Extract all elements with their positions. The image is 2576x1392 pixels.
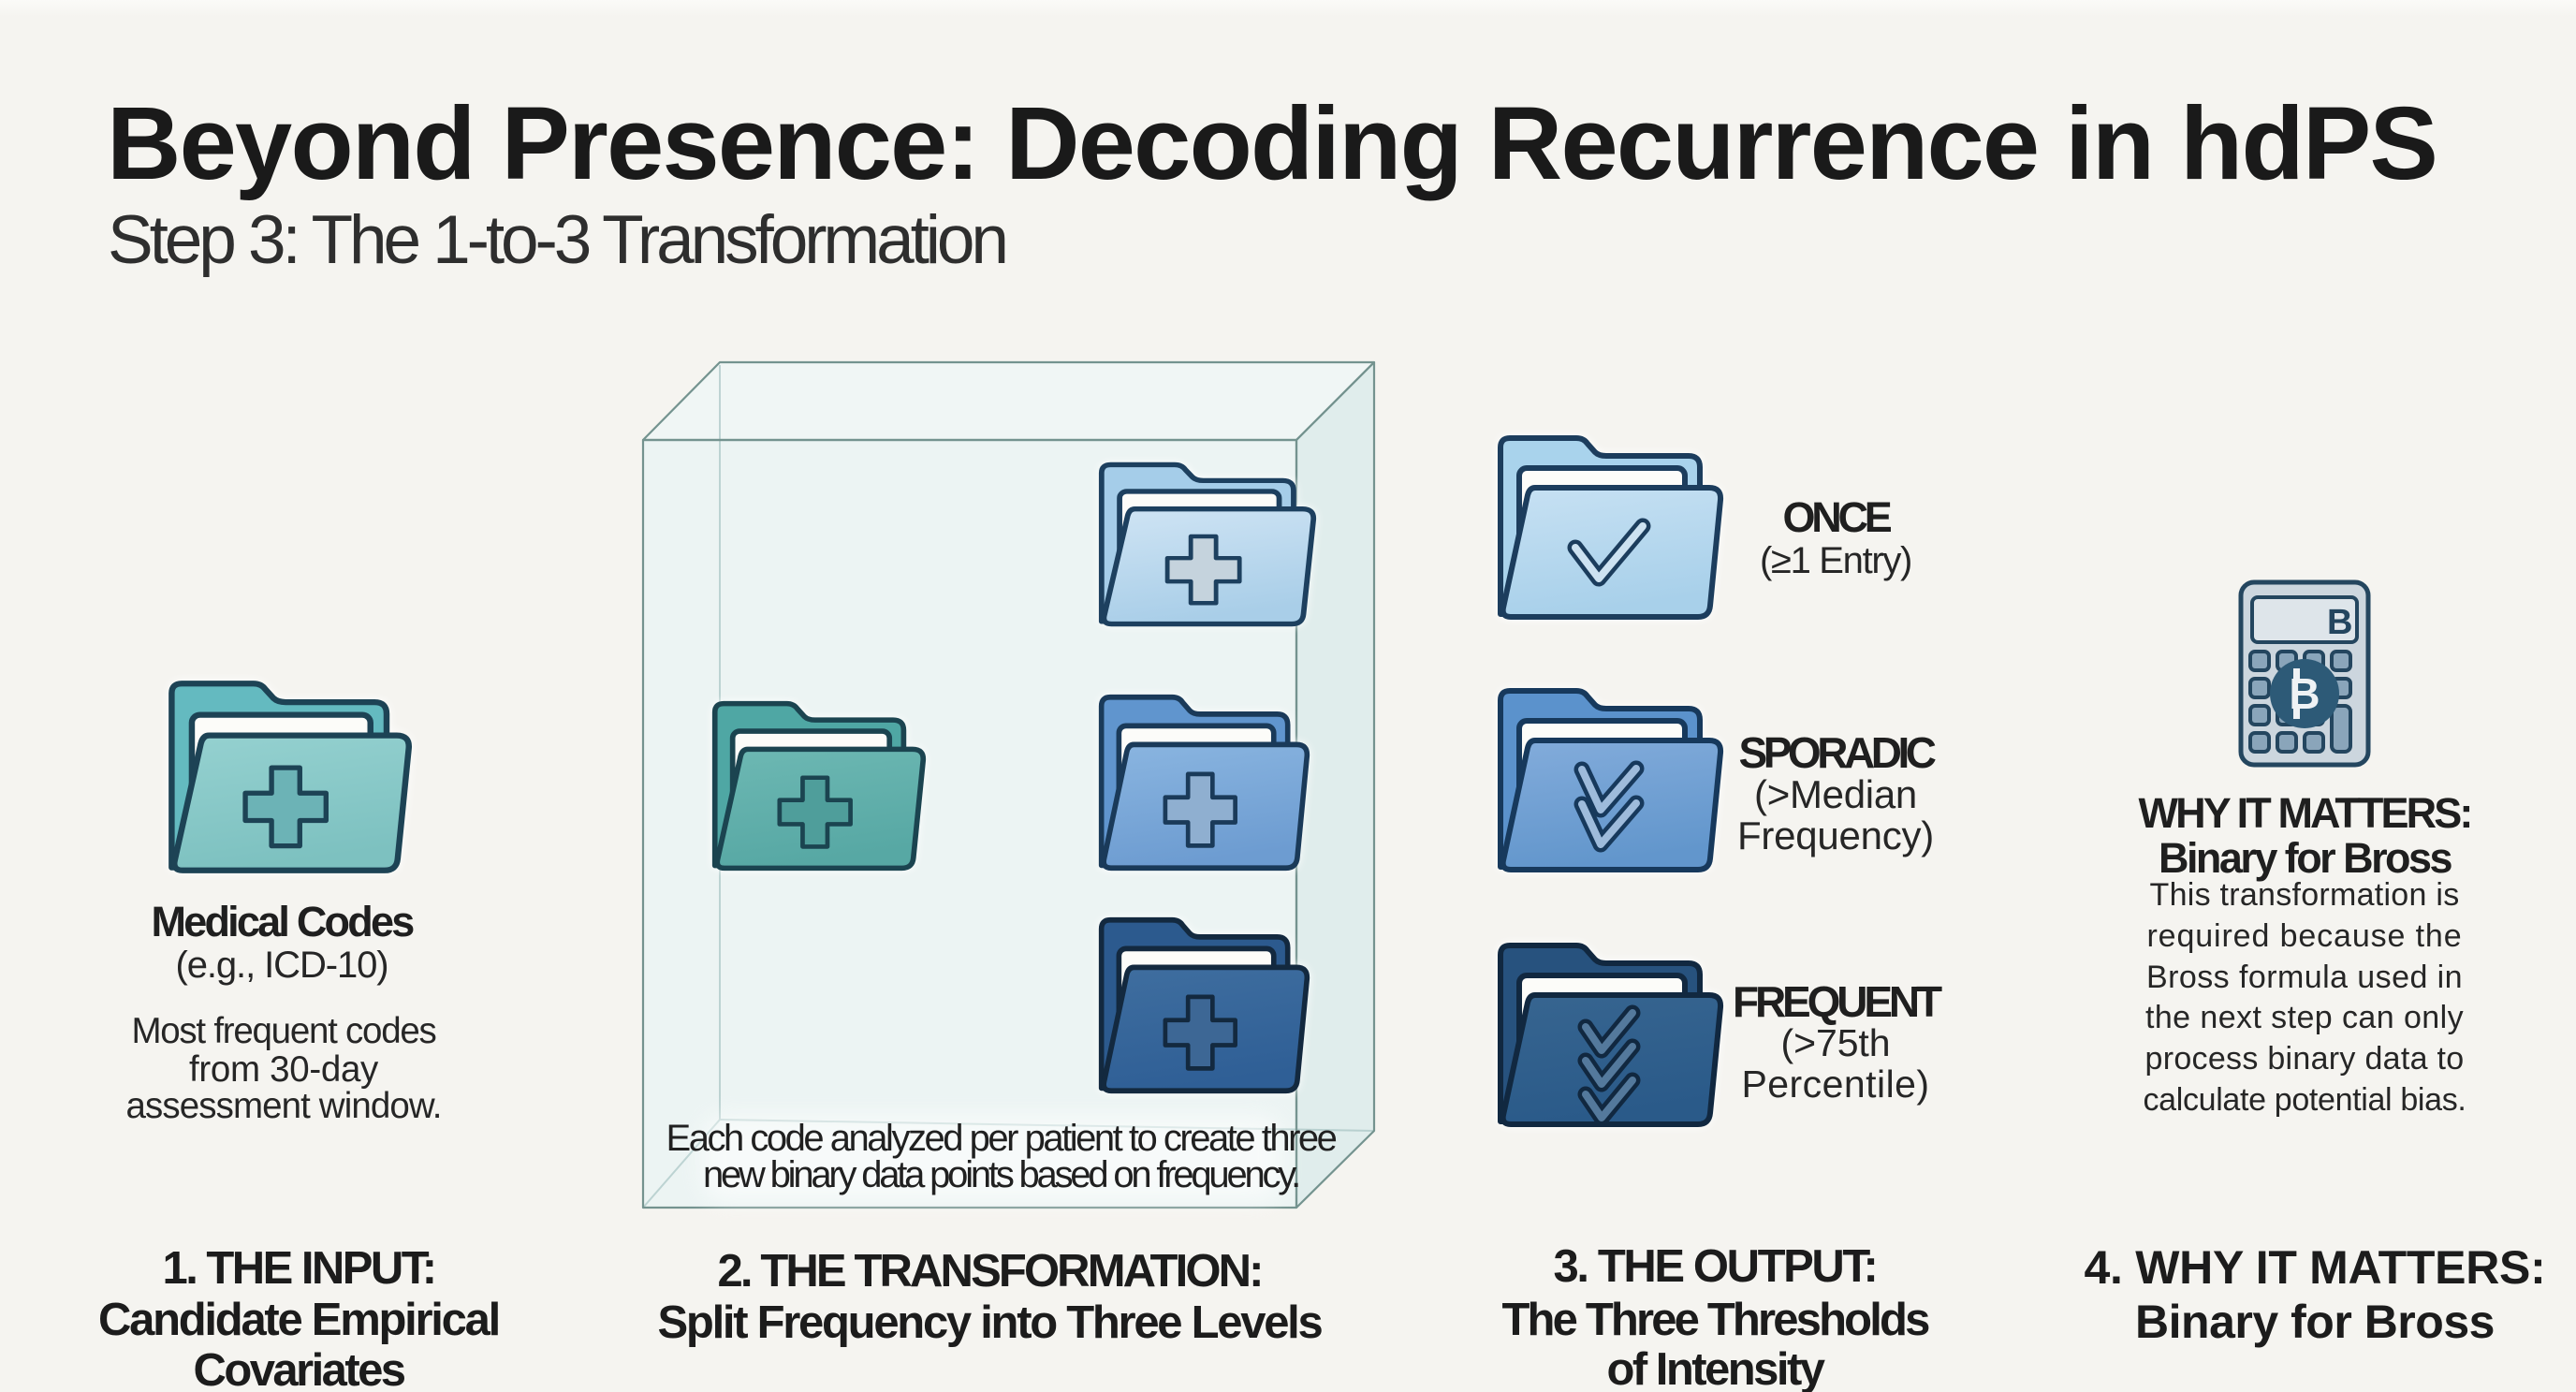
svg-text:B: B: [2327, 603, 2352, 642]
